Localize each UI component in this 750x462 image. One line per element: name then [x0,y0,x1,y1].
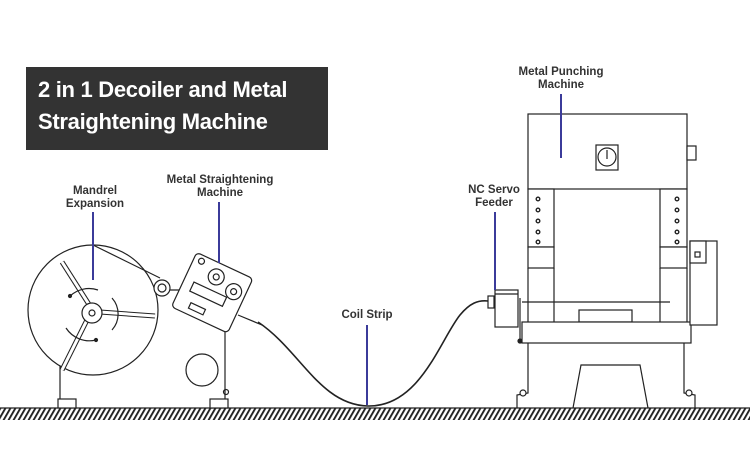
label-punch-line-1: Metal Punching [518,66,604,78]
label-metal-punching-machine: Metal Punching Machine [519,66,604,92]
punch-bolts [535,196,680,245]
label-coil-strip: Coil Strip [341,309,392,322]
label-straightener-line-2: Machine [196,187,244,199]
label-mandrel-expansion: Mandrel Expansion [66,185,124,211]
title-line-2: Straightening Machine [38,109,268,134]
straightener-head [172,253,253,333]
label-straightener-line-1: Metal Straightening [166,174,274,186]
leader-lines [92,94,562,405]
label-feeder-line-1: NC Servo [468,184,520,196]
label-feeder-line-2: Feeder [475,197,513,209]
label-nc-servo-feeder: NC Servo Feeder [468,184,520,210]
label-metal-straightening-machine: Metal Straightening Machine [167,174,274,200]
label-mandrel-line-2: Expansion [65,198,125,210]
label-mandrel-line-1: Mandrel [72,185,118,197]
punching-machine [516,113,718,409]
straightener-exit [237,314,263,326]
label-coil-strip-line-1: Coil Strip [341,309,393,321]
coil-strip-curve [257,300,489,407]
coil-strip-upper [92,244,171,297]
coil-reel [27,244,159,376]
nc-servo-feeder [487,289,670,344]
title-banner: 2 in 1 Decoiler and Metal Straightening … [26,67,328,150]
title-line-1: 2 in 1 Decoiler and Metal [38,77,288,102]
label-punch-line-2: Machine [537,79,585,91]
ground [0,407,750,420]
